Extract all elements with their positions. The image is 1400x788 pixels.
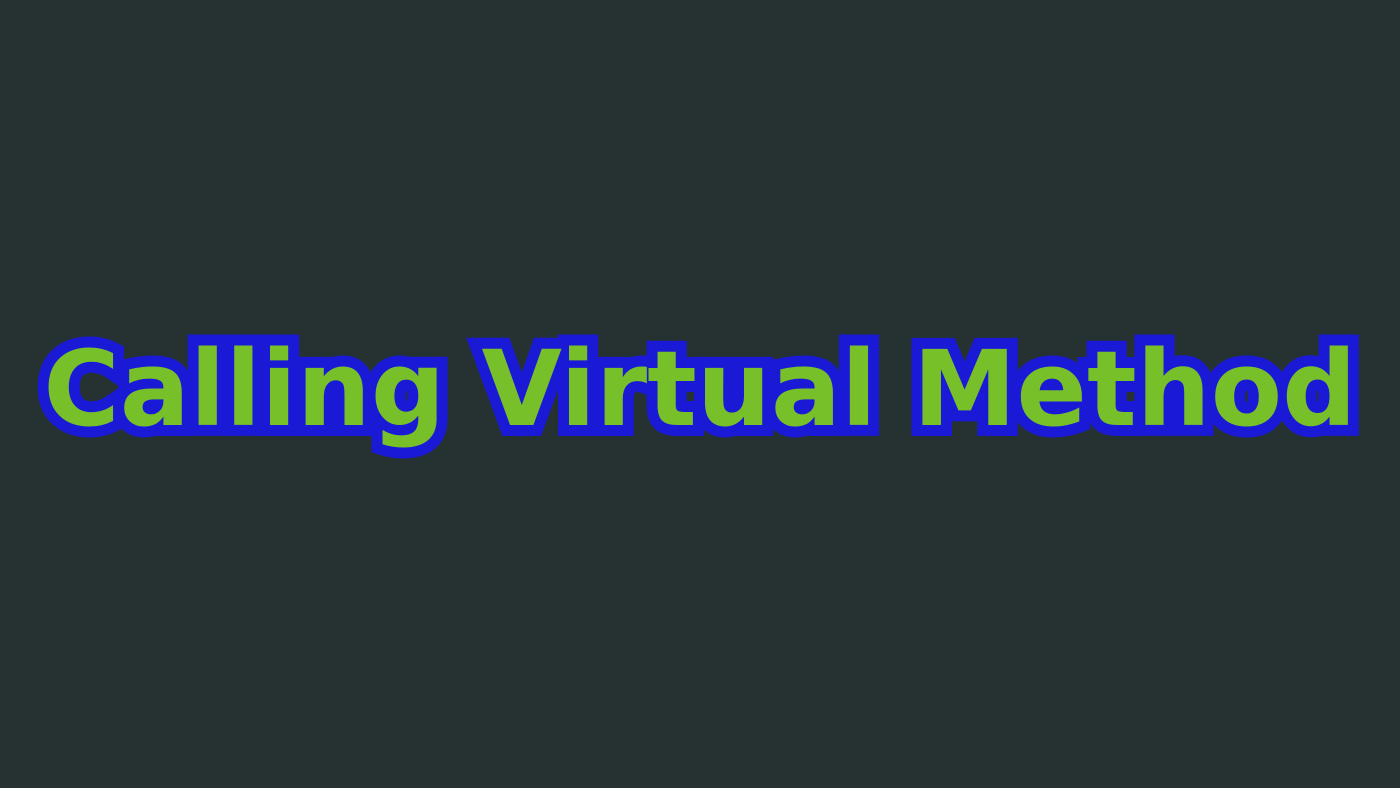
title-banner: Calling Virtual Method Calling Virtual M… bbox=[32, 326, 1367, 452]
title-text: Calling Virtual Method bbox=[43, 328, 1357, 450]
title-outline: Calling Virtual Method bbox=[32, 326, 1367, 452]
